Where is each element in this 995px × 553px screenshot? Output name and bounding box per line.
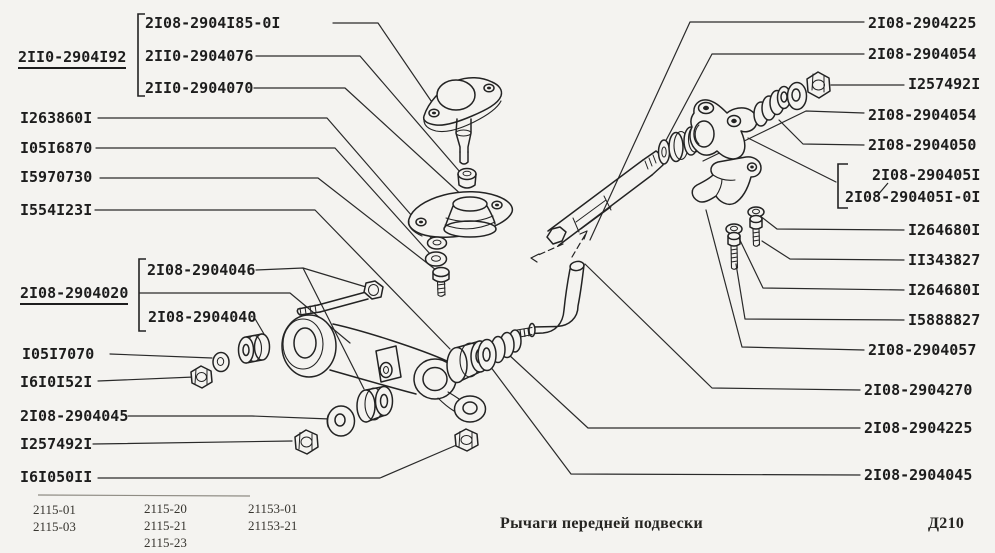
label-12574921: I257492I — [908, 75, 981, 93]
group-brackets — [137, 13, 889, 332]
washer — [426, 236, 448, 250]
label-15970730: I5970730 — [20, 168, 93, 186]
label-2108-2904054: 2I08-2904054 — [868, 45, 977, 63]
bolt — [725, 223, 743, 270]
label-2108-2904050: 2I08-2904050 — [868, 136, 977, 154]
model-code: 2115-23 — [144, 535, 187, 550]
label-15541231: I554I23I — [20, 201, 93, 219]
nut — [294, 429, 319, 455]
label-12638601: I263860I — [20, 109, 93, 127]
label-2108-2904185-01: 2I08-2904I85-0I — [145, 14, 281, 32]
spacer-ring — [457, 167, 477, 189]
model-code: 2115-01 — [33, 502, 76, 517]
mounting-bracket — [689, 99, 758, 160]
model-code: 21153-21 — [248, 518, 298, 533]
washer — [326, 405, 356, 437]
label-2108-2904046: 2I08-2904046 — [147, 261, 256, 279]
label-12574921: I257492I — [20, 435, 93, 453]
ball-joint-boot — [407, 191, 514, 238]
model-code: 21153-01 — [248, 501, 298, 516]
nut — [806, 71, 831, 99]
suspension-bushing — [356, 385, 394, 423]
label-2108-2904040: 2I08-2904040 — [148, 308, 257, 326]
label-15888827: I5888827 — [908, 311, 981, 329]
nut — [190, 365, 213, 389]
label-12646801: I264680I — [908, 281, 981, 299]
label-16101521: I6I0I52I — [20, 373, 93, 391]
clamp-bracket — [691, 156, 762, 206]
spacer-bushing — [753, 85, 792, 127]
leader-lines — [92, 21, 905, 479]
label-16105011: I6I050II — [20, 468, 93, 486]
stabilizer-bar-end — [546, 150, 664, 247]
label-2108-2904225: 2I08-2904225 — [864, 419, 973, 437]
washer — [212, 351, 230, 373]
bolt — [432, 266, 450, 297]
arm-mounting-bolt — [296, 280, 384, 316]
arm-front-bushing — [237, 333, 271, 364]
label-12646801: I264680I — [908, 221, 981, 239]
label-2108-2904270: 2I08-2904270 — [864, 381, 973, 399]
label-2108-2904054: 2I08-2904054 — [868, 106, 977, 124]
label-2110-2904192: 2II0-2904I92 — [18, 49, 127, 69]
label-2110-2904070: 2II0-2904070 — [145, 79, 254, 97]
label-2108-2904020: 2I08-2904020 — [20, 285, 129, 305]
sheet-code: Д210 — [928, 515, 965, 532]
direction-arrow — [530, 230, 588, 263]
nut — [454, 428, 479, 452]
label-10516870: I05I6870 — [20, 139, 93, 157]
control-arm — [281, 314, 487, 423]
ball-joint — [422, 77, 503, 165]
model-code: 2115-03 — [33, 519, 76, 534]
model-code: 2115-20 — [144, 501, 187, 516]
washer — [424, 251, 448, 267]
label-10517070: I05I7070 — [22, 345, 95, 363]
label-2108-2904225: 2I08-2904225 — [868, 14, 977, 32]
label-2108-2904045: 2I08-2904045 — [20, 407, 129, 425]
label-2108-2904045: 2I08-2904045 — [864, 466, 973, 484]
link-cushions — [477, 329, 522, 372]
bolt — [747, 206, 765, 247]
label-2108-2904051: 2I08-290405I — [872, 166, 981, 184]
print-flaw-mark — [876, 182, 889, 197]
label-2110-2904076: 2II0-2904076 — [145, 47, 254, 65]
label-11343827: II343827 — [908, 251, 981, 269]
page-title: Рычаги передней подвески — [500, 515, 704, 532]
washer-oval — [786, 81, 808, 111]
label-2108-2904057: 2I08-2904057 — [868, 341, 977, 359]
stabilizer-link — [515, 260, 585, 339]
footer-rule — [37, 494, 251, 497]
model-code: 2115-21 — [144, 518, 187, 533]
label-2108-2904051-01: 2I08-290405I-0I — [845, 188, 981, 206]
